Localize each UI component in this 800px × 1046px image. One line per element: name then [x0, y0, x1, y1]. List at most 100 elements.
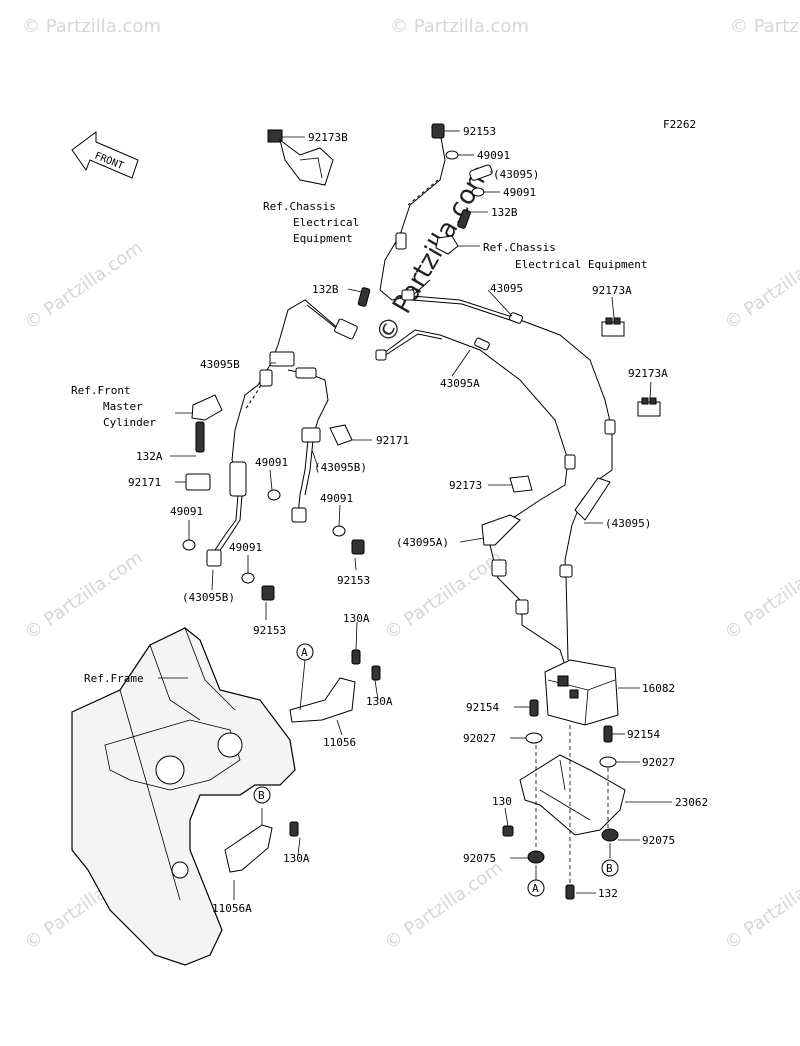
- sensor-92173B: [267, 129, 334, 186]
- callout-A-bottom: [527, 879, 545, 897]
- watermark: © Partzilla.com: [721, 237, 800, 334]
- ref-label: Electrical Equipment: [515, 258, 647, 271]
- part-label: 92153: [253, 624, 286, 637]
- washer-49091-top2: [471, 187, 485, 197]
- ref-front-master-cylinder: [191, 394, 223, 421]
- ref-label: Ref.Frame: [84, 672, 144, 685]
- bolt-130A-1: [351, 649, 361, 665]
- abs-hydraulic-unit-16082: [544, 659, 619, 726]
- callout-A-label: A: [532, 882, 539, 895]
- leader-lines: [158, 130, 672, 900]
- part-label: 11056A: [212, 902, 252, 915]
- abs-bracket-23062: [519, 754, 626, 836]
- part-label: 92171: [376, 434, 409, 447]
- callout-B-right: [601, 859, 619, 877]
- part-label: 92154: [466, 701, 499, 714]
- collar-92027-right: [599, 756, 617, 768]
- part-label: 130A: [366, 695, 393, 708]
- part-label: 49091: [229, 541, 262, 554]
- washer-49091-mid: [267, 489, 281, 501]
- part-label: 92153: [463, 125, 496, 138]
- bolt-132: [565, 884, 575, 900]
- part-label: (43095): [605, 517, 651, 530]
- part-label: 49091: [170, 505, 203, 518]
- ref-label: Cylinder: [103, 416, 156, 429]
- washer-49091-left: [182, 539, 196, 551]
- part-label: (43095A): [396, 536, 449, 549]
- part-label: 43095: [490, 282, 523, 295]
- callout-B-label: B: [258, 789, 265, 802]
- part-label: 92173B: [308, 131, 348, 144]
- bracket-11056A: [224, 824, 273, 873]
- part-label: 132B: [491, 206, 518, 219]
- bolt-92154-left: [529, 699, 539, 717]
- clamp-92173A-2: [637, 401, 661, 417]
- watermark: © Partzilla.com: [381, 547, 507, 644]
- part-label: 49091: [255, 456, 288, 469]
- part-label: 92171: [128, 476, 161, 489]
- bolt-92153-mid: [351, 539, 365, 555]
- abs-unit-assembly: [502, 659, 626, 900]
- bolt-132B-top: [457, 209, 471, 229]
- part-label: 130: [492, 795, 512, 808]
- bracket-11056: [289, 677, 356, 723]
- part-label: 132: [598, 887, 618, 900]
- part-label: 43095B: [200, 358, 240, 371]
- part-label: 23062: [675, 796, 708, 809]
- clamp-92173: [509, 475, 533, 493]
- part-labels: 92173B Ref.Chassis Electrical Equipment …: [71, 125, 708, 915]
- clamp-92173A-1: [601, 321, 625, 337]
- callout-B-left: [253, 786, 271, 804]
- watermark: © Partzilla.com: [381, 857, 507, 954]
- front-direction-arrow: FRONT: [71, 131, 139, 179]
- part-label: 130A: [283, 852, 310, 865]
- part-label: 49091: [503, 186, 536, 199]
- figure-code: F2262: [663, 118, 696, 131]
- ref-label: Equipment: [293, 232, 353, 245]
- watermark: © Partzilla.com: [22, 16, 161, 37]
- part-label: 92154: [627, 728, 660, 741]
- watermark: © Partzilla.com: [721, 547, 800, 644]
- part-label: 92075: [463, 852, 496, 865]
- part-label: 130A: [343, 612, 370, 625]
- fitting-43095-top: [469, 164, 493, 181]
- frame-assembly: [71, 627, 381, 966]
- part-label: 92027: [463, 732, 496, 745]
- part-label: 92173: [449, 479, 482, 492]
- bolt-130: [502, 825, 514, 837]
- callout-A-label: A: [301, 646, 308, 659]
- part-label: 132A: [136, 450, 163, 463]
- part-label: 11056: [323, 736, 356, 749]
- clamp-ref-chassis: [435, 235, 459, 255]
- part-label: (43095B): [314, 461, 367, 474]
- part-label: 92027: [642, 756, 675, 769]
- watermark: © Partzilla.com: [21, 547, 147, 644]
- fitting-43095B: [269, 351, 295, 367]
- part-label: 43095A: [440, 377, 480, 390]
- bolt-92154-right: [603, 725, 613, 743]
- ref-label: Electrical: [293, 216, 359, 229]
- grommet-92075-right: [601, 828, 619, 842]
- washer-49091-mid2: [332, 525, 346, 537]
- part-label: 92075: [642, 834, 675, 847]
- ref-label: Ref.Chassis: [483, 241, 556, 254]
- part-label: 49091: [477, 149, 510, 162]
- watermark: © Partzilla.com: [730, 16, 800, 37]
- part-label: 92153: [337, 574, 370, 587]
- bolt-132A: [195, 421, 205, 453]
- watermark: © Partzilla.com: [390, 16, 529, 37]
- part-label: 92173A: [628, 367, 668, 380]
- ref-label: Ref.Chassis: [263, 200, 336, 213]
- part-label: (43095): [493, 168, 539, 181]
- fittings: [182, 123, 661, 615]
- callout-A-top: [296, 643, 314, 661]
- callout-markers: A B B A: [253, 643, 619, 897]
- grommet-92075-left: [527, 850, 545, 864]
- bolt-92153-low: [261, 585, 275, 601]
- bolt-92153-top: [431, 123, 445, 139]
- ref-label: Master: [103, 400, 143, 413]
- part-label: (43095B): [182, 591, 235, 604]
- bolt-132B-left: [357, 287, 371, 307]
- watermark: © Partzilla.com: [21, 237, 147, 334]
